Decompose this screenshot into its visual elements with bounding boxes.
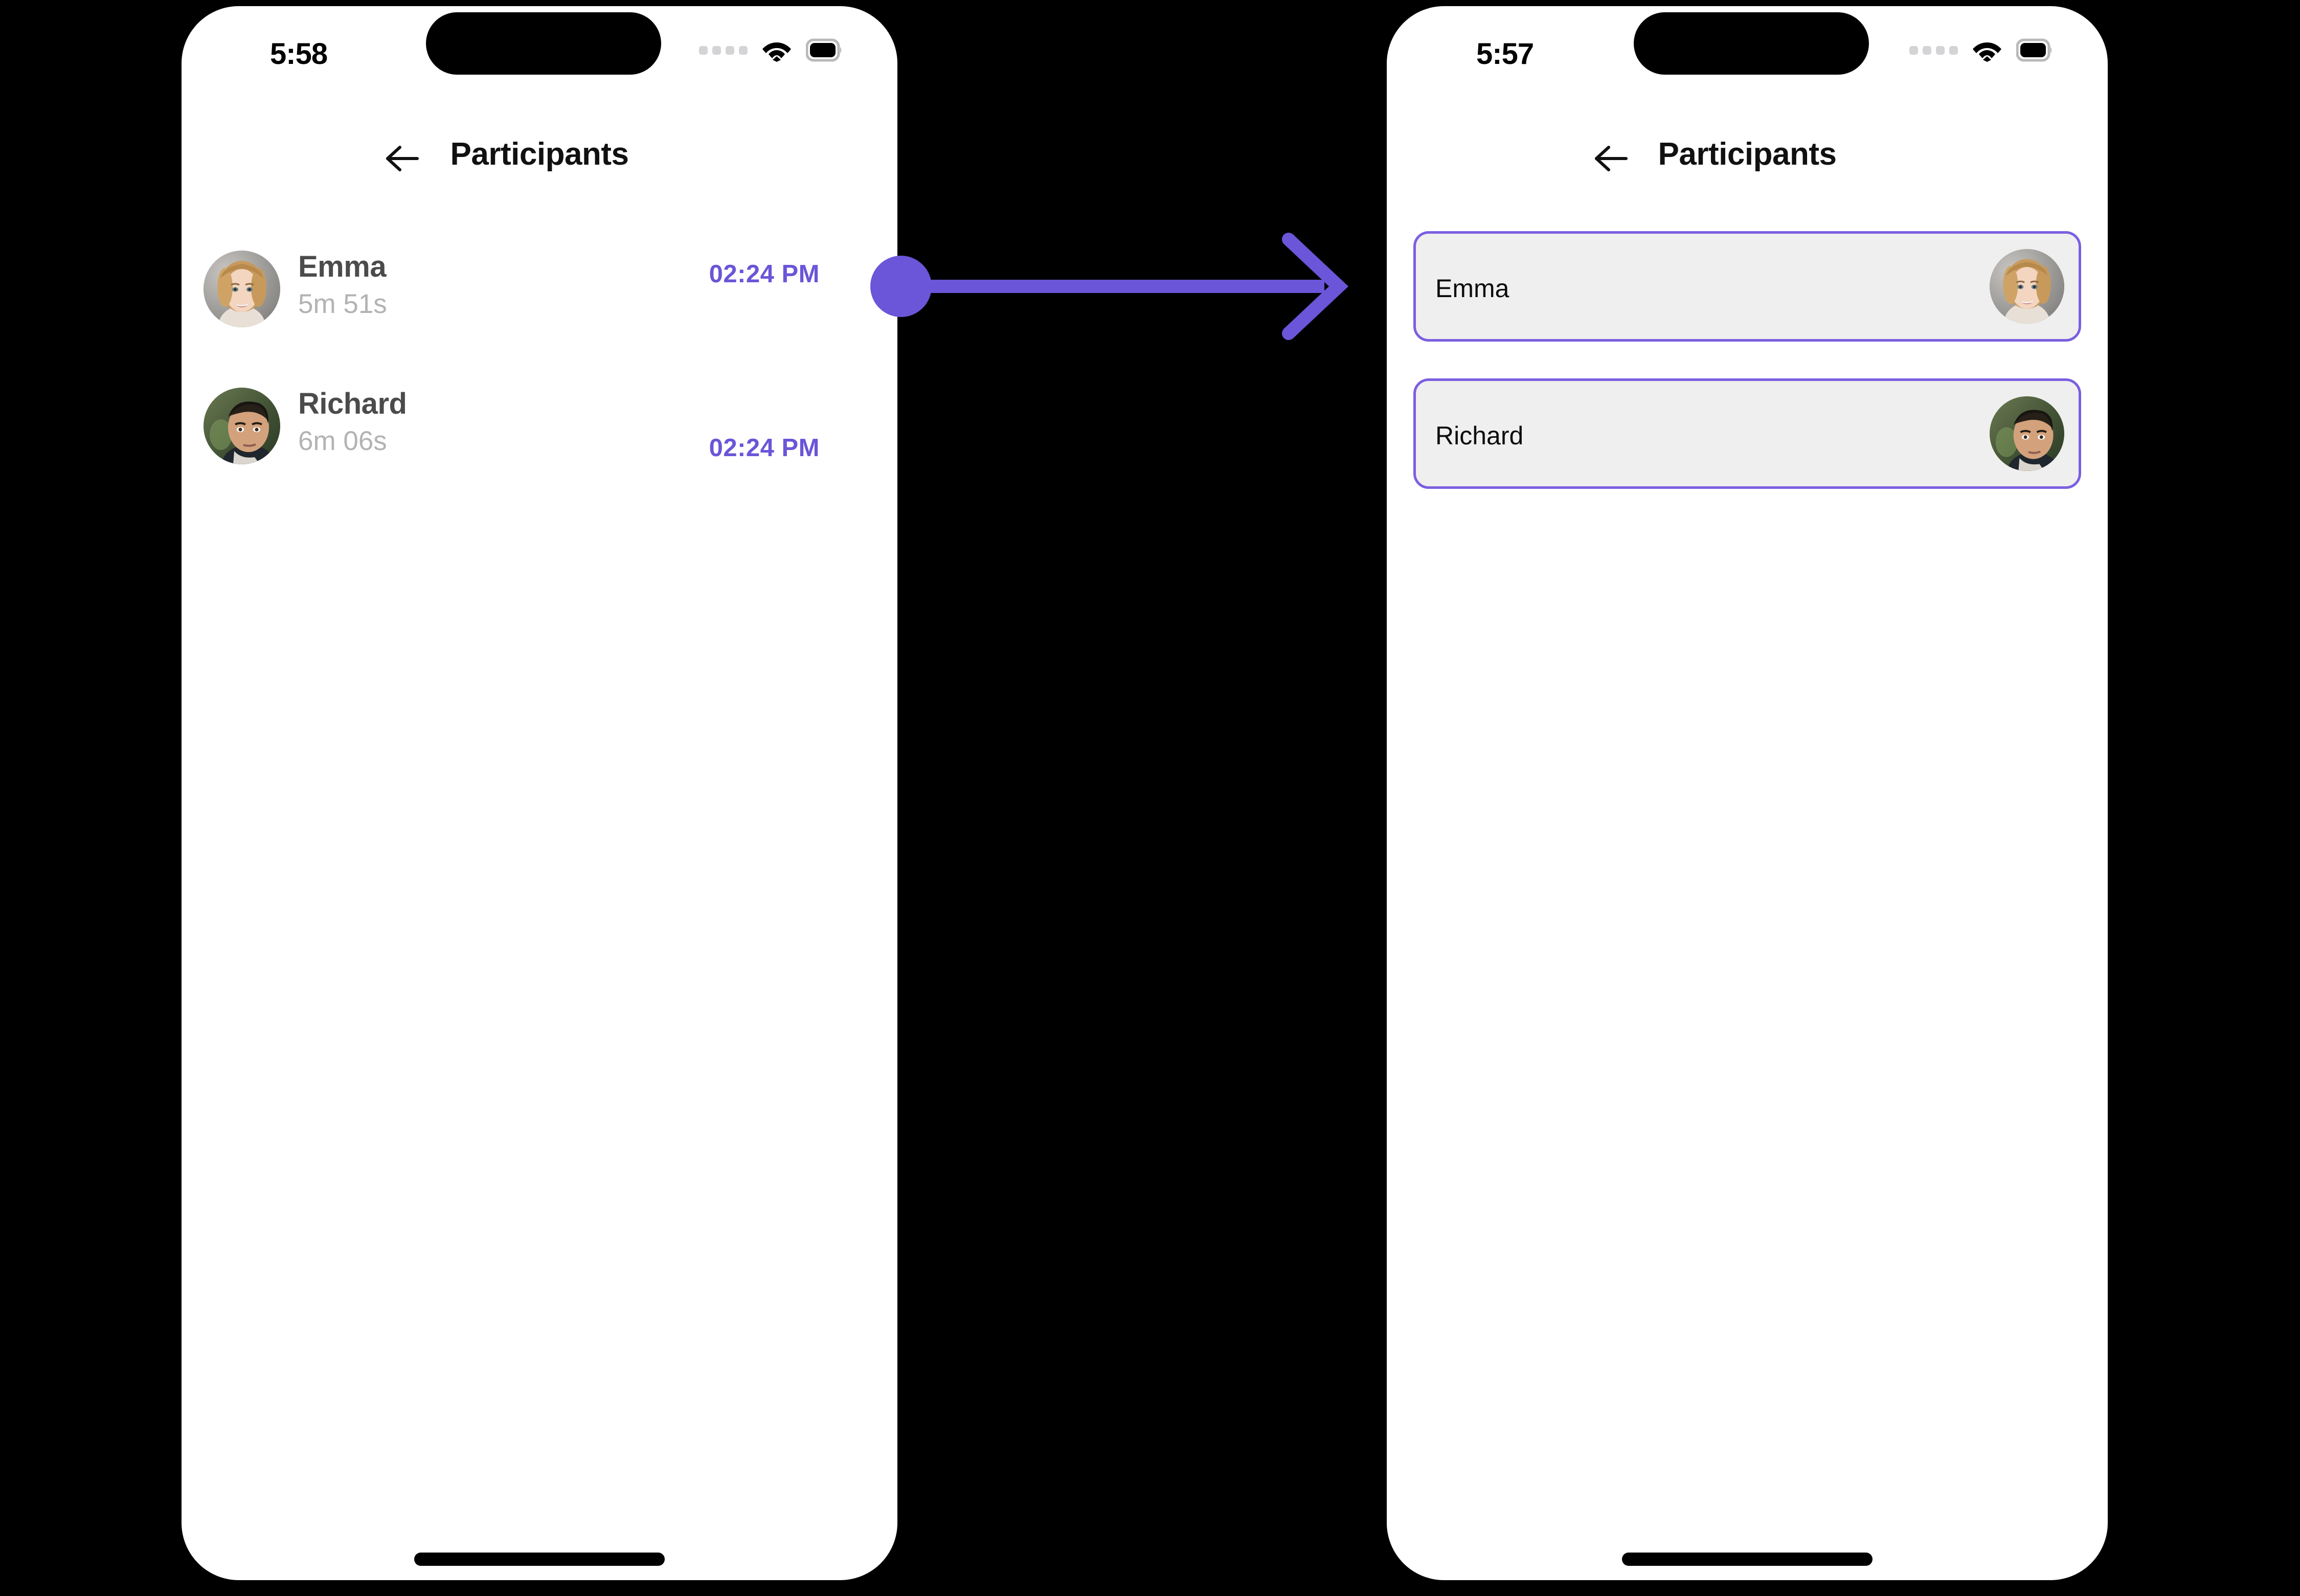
status-bar-left: 5:58 <box>182 6 897 83</box>
page-title: Participants <box>1658 137 1837 172</box>
participant-name: Richard <box>1435 421 1524 450</box>
list-item[interactable]: Emma <box>1413 231 2081 342</box>
dynamic-island <box>426 12 661 75</box>
nav-bar-left: Participants <box>182 129 897 190</box>
back-arrow-icon[interactable] <box>1591 142 1630 175</box>
status-bar-right: 5:57 <box>1387 6 2108 83</box>
dynamic-island <box>1634 12 1869 75</box>
cellular-dots-icon <box>1909 38 1958 62</box>
battery-icon <box>806 38 842 62</box>
participant-cards-list: Emma <box>1387 231 2108 526</box>
participant-name: Richard <box>298 387 407 420</box>
list-item[interactable]: Richard 6m 06s 02:24 PM <box>182 368 897 505</box>
avatar-emma <box>204 251 280 327</box>
wifi-icon <box>1973 42 2001 62</box>
list-item[interactable]: Richard <box>1413 378 2081 489</box>
participant-name: Emma <box>298 250 387 283</box>
participant-time: 02:24 PM <box>709 260 820 288</box>
participant-duration: 5m 51s <box>298 289 387 319</box>
participant-duration: 6m 06s <box>298 426 387 456</box>
status-icons <box>1909 38 2053 62</box>
list-item[interactable]: Emma 5m 51s 02:24 PM <box>182 231 897 368</box>
participant-name: Emma <box>1435 274 1509 303</box>
avatar-richard <box>204 388 280 464</box>
home-indicator <box>414 1553 665 1566</box>
battery-icon <box>2016 38 2052 62</box>
wifi-icon <box>762 42 791 62</box>
participants-list: Emma 5m 51s 02:24 PM <box>182 231 897 505</box>
phone-screen-left: 5:58 Participants <box>182 6 897 1580</box>
status-time: 5:57 <box>1476 37 1534 71</box>
status-icons <box>699 38 843 62</box>
phone-screen-right: 5:57 Participants Emma <box>1387 6 2108 1580</box>
nav-bar-right: Participants <box>1387 129 2108 190</box>
back-arrow-icon[interactable] <box>382 142 421 175</box>
page-title: Participants <box>450 137 629 172</box>
cellular-dots-icon <box>699 38 748 62</box>
home-indicator <box>1622 1553 1873 1566</box>
participant-time: 02:24 PM <box>709 434 820 462</box>
arrow-head <box>1282 233 1348 340</box>
avatar-emma <box>1990 249 2064 324</box>
status-time: 5:58 <box>270 37 328 71</box>
avatar-richard <box>1990 396 2064 471</box>
transition-arrow-annotation <box>870 233 1348 340</box>
